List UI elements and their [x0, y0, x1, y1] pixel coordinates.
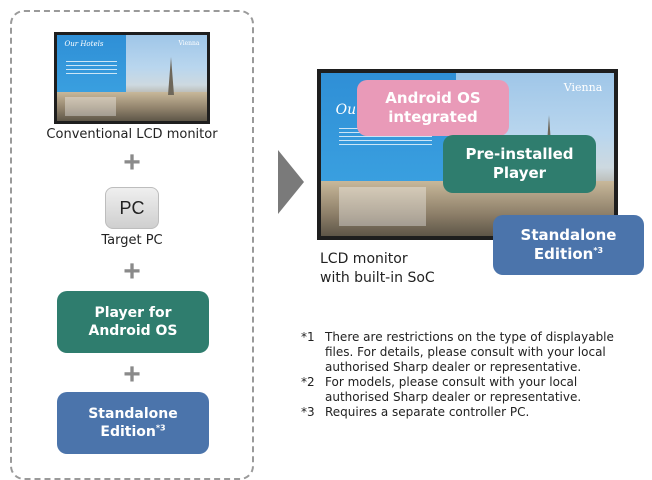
android-line2: integrated — [388, 108, 478, 126]
footnotes: *1 There are restrictions on the type of… — [301, 330, 646, 420]
footnote-mark: *3 — [301, 405, 315, 419]
footnote-line: Requires a separate controller PC. — [325, 405, 530, 419]
soc-monitor-caption: LCD monitor with built-in SoC — [320, 250, 435, 288]
caption-line1: LCD monitor — [320, 251, 408, 267]
conventional-lcd-monitor-image: Our Hotels Vienna — [54, 32, 210, 124]
pc-icon: PC — [105, 187, 159, 229]
android-os-integrated-box: Android OS integrated — [357, 80, 509, 136]
player-line2: Android OS — [88, 323, 178, 339]
android-line1: Android OS — [385, 88, 481, 107]
player-line1: Player for — [94, 304, 172, 321]
footnote-line: files. For details, please consult with … — [325, 345, 606, 359]
preinstalled-line2: Player — [492, 164, 547, 182]
footnote-line: authorised Sharp dealer or representativ… — [325, 360, 582, 374]
caption-line2: with built-in SoC — [320, 270, 435, 286]
footnote-line: For models, please consult with your loc… — [325, 375, 578, 389]
footnote-mark: *2 — [301, 375, 315, 389]
target-pc-caption: Target PC — [101, 233, 163, 248]
preinstalled-line1: Pre-installed — [465, 144, 574, 163]
monitor-screen: Our Hotels Vienna — [57, 35, 207, 121]
standalone-line1: Standalone — [88, 405, 178, 422]
footnote: *1 There are restrictions on the type of… — [301, 330, 646, 375]
screen-title: Our Hotels — [64, 40, 104, 49]
player-for-android-box: Player for Android OS — [57, 291, 209, 353]
footnote-mark: *1 — [301, 330, 315, 344]
standalone-edition-box-right: Standalone Edition*3 — [493, 215, 644, 275]
footnote-line: authorised Sharp dealer or representativ… — [325, 390, 582, 404]
footnote-line: There are restrictions on the type of di… — [325, 330, 614, 344]
footnote: *2 For models, please consult with your … — [301, 375, 646, 405]
screen-city: Vienna — [178, 40, 200, 48]
standalone-line1: Standalone — [520, 225, 617, 244]
plus-sign: + — [123, 146, 141, 179]
screen-title: Ou — [335, 102, 357, 119]
standalone-line2: Edition*3 — [533, 245, 604, 263]
plus-sign: + — [123, 358, 141, 391]
pre-installed-player-box: Pre-installed Player — [443, 135, 596, 193]
arrow-right-icon — [278, 150, 304, 214]
standalone-line2: Edition*3 — [100, 423, 166, 440]
standalone-edition-box-left: Standalone Edition*3 — [57, 392, 209, 454]
footnote: *3 Requires a separate controller PC. — [301, 405, 646, 420]
plus-sign: + — [123, 255, 141, 288]
screen-city: Vienna — [563, 81, 603, 95]
conventional-monitor-caption: Conventional LCD monitor — [46, 127, 218, 142]
